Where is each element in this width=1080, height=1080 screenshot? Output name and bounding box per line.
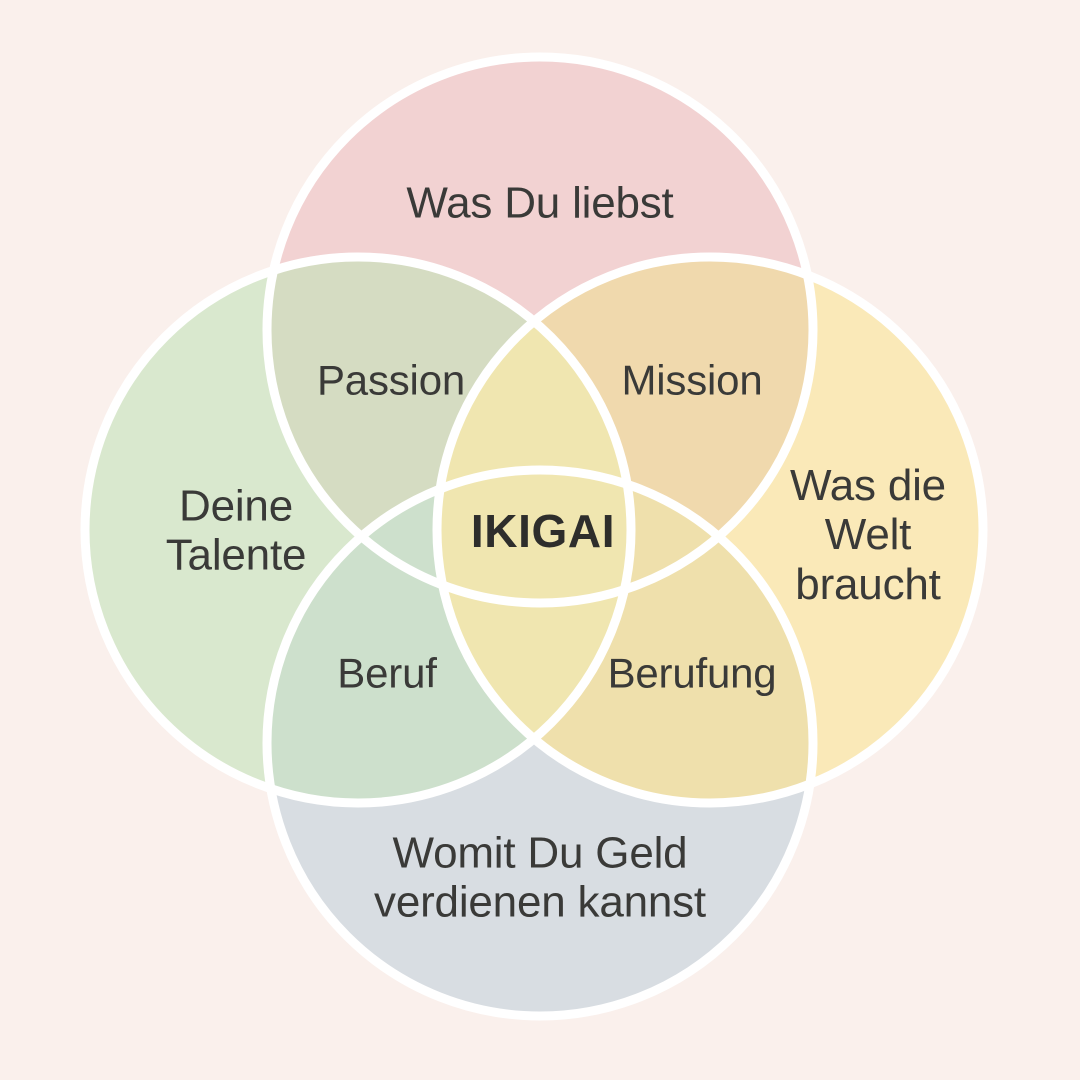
circle-love-outline [262, 52, 818, 608]
circle-talent-outline [80, 252, 636, 808]
circle-world-outline [432, 252, 988, 808]
venn-circle-outlines [80, 52, 988, 1021]
circle-money-outline [262, 465, 818, 1021]
